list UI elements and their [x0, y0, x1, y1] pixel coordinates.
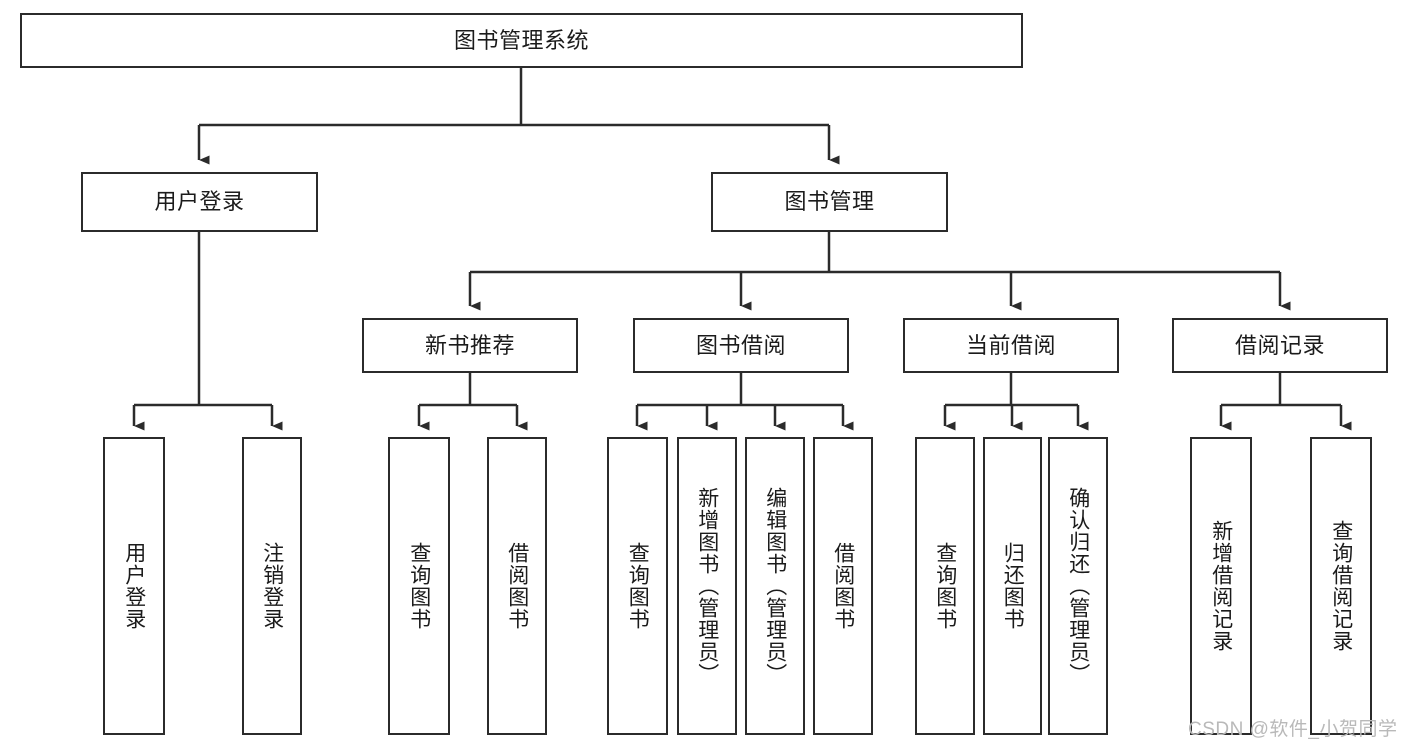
- node-records-add-record[interactable]: 新增借阅记录: [1190, 437, 1252, 735]
- node-root[interactable]: 图书管理系统: [20, 13, 1023, 68]
- node-book-management-label: 图书管理: [784, 189, 875, 215]
- connector-current-borrow-to-leaves: [943, 373, 1089, 431]
- node-current-borrow[interactable]: 当前借阅: [903, 318, 1119, 373]
- node-new-book-recommend[interactable]: 新书推荐: [362, 318, 578, 373]
- node-recommend-borrow-book[interactable]: 借阅图书: [487, 437, 547, 735]
- node-borrow-records[interactable]: 借阅记录: [1172, 318, 1388, 373]
- connector-root-to-level2: [197, 68, 840, 165]
- node-user-login-leaf-label: 用户登录: [122, 542, 146, 630]
- node-user-logout-leaf-label: 注销登录: [260, 542, 284, 630]
- connector-book-management-to-level3: [468, 232, 1291, 311]
- node-book-management[interactable]: 图书管理: [711, 172, 948, 232]
- node-borrow-records-label: 借阅记录: [1234, 332, 1325, 358]
- node-borrow-query-book-label: 查询图书: [626, 542, 650, 630]
- node-current-confirm-return[interactable]: 确认归还（管理员）: [1048, 437, 1108, 735]
- node-current-query-book-label: 查询图书: [933, 542, 957, 630]
- node-book-borrow-label: 图书借阅: [695, 332, 786, 358]
- connector-user-login-to-leaves: [132, 232, 283, 431]
- csdn-watermark: CSDN @软件_小贺同学: [1188, 719, 1398, 740]
- node-borrow-borrow-book-label: 借阅图书: [831, 542, 855, 630]
- node-records-query-record-label: 查询借阅记录: [1329, 520, 1353, 652]
- node-recommend-borrow-book-label: 借阅图书: [505, 542, 529, 630]
- node-recommend-query-book[interactable]: 查询图书: [388, 437, 450, 735]
- connector-new-book-recommend-to-leaves: [417, 373, 528, 431]
- node-borrow-edit-book-label: 编辑图书（管理员）: [763, 487, 787, 685]
- node-borrow-query-book[interactable]: 查询图书: [607, 437, 668, 735]
- node-borrow-edit-book[interactable]: 编辑图书（管理员）: [745, 437, 805, 735]
- node-current-confirm-return-label: 确认归还（管理员）: [1066, 487, 1090, 685]
- node-current-return-book-label: 归还图书: [1001, 542, 1025, 630]
- node-current-return-book[interactable]: 归还图书: [983, 437, 1042, 735]
- node-user-logout-leaf[interactable]: 注销登录: [242, 437, 302, 735]
- node-root-label: 图书管理系统: [453, 27, 589, 53]
- node-records-add-record-label: 新增借阅记录: [1209, 520, 1233, 652]
- node-borrow-add-book[interactable]: 新增图书（管理员）: [677, 437, 737, 735]
- node-current-borrow-label: 当前借阅: [965, 332, 1056, 358]
- node-new-book-recommend-label: 新书推荐: [424, 332, 515, 358]
- node-borrow-borrow-book[interactable]: 借阅图书: [813, 437, 873, 735]
- connector-book-borrow-to-leaves: [635, 373, 854, 431]
- node-book-borrow[interactable]: 图书借阅: [633, 318, 849, 373]
- node-recommend-query-book-label: 查询图书: [407, 542, 431, 630]
- node-borrow-add-book-label: 新增图书（管理员）: [695, 487, 719, 685]
- node-current-query-book[interactable]: 查询图书: [915, 437, 975, 735]
- node-records-query-record[interactable]: 查询借阅记录: [1310, 437, 1372, 735]
- connector-borrow-records-to-leaves: [1219, 373, 1352, 431]
- node-user-login-label: 用户登录: [154, 189, 245, 215]
- node-user-login-leaf[interactable]: 用户登录: [103, 437, 165, 735]
- node-user-login[interactable]: 用户登录: [81, 172, 318, 232]
